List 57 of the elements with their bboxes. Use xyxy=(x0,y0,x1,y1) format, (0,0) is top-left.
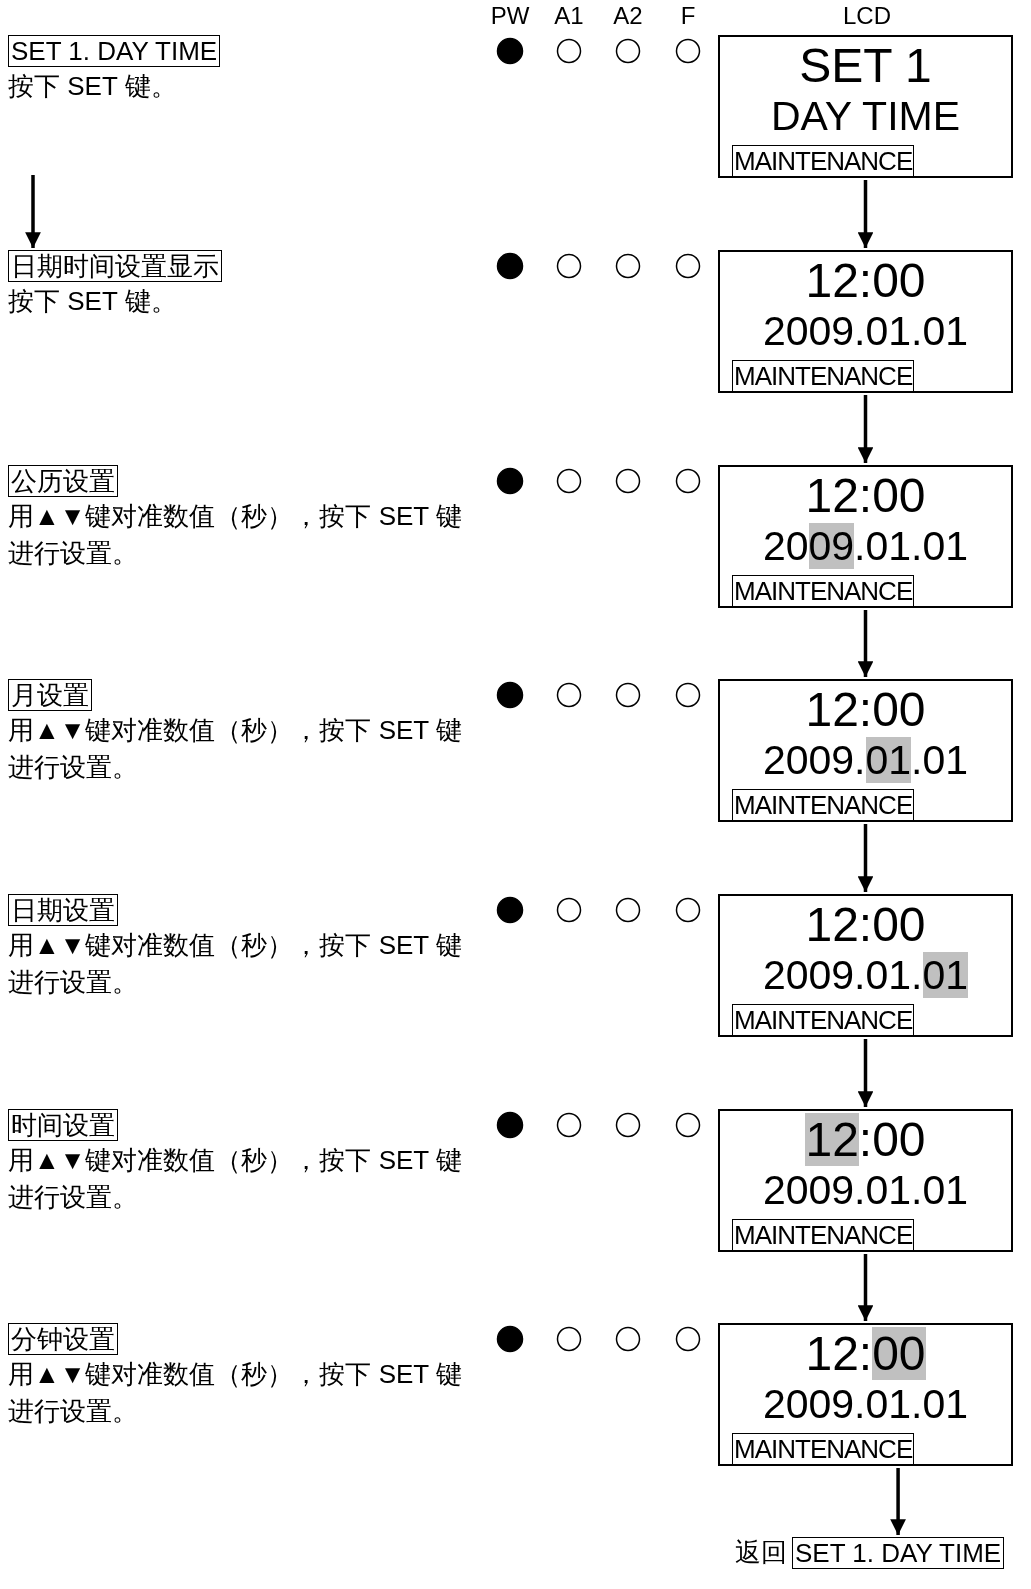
lcd-display xyxy=(718,679,1013,822)
mode-indicator: MAINTENANCE xyxy=(732,575,915,606)
display-text: 12:00 xyxy=(805,682,926,738)
step-description: 用▲▼键对准数值（秒），按下 SET 键进行设置。 xyxy=(8,1358,463,1428)
return-step-box: SET 1. DAY TIME xyxy=(792,1537,1005,1569)
mode-indicator: MAINTENANCE xyxy=(732,1219,915,1250)
arrow xyxy=(857,610,874,677)
step-title-box: 月设置 xyxy=(8,679,92,711)
column-header: LCD xyxy=(843,2,891,30)
step-description: 用▲▼键对准数值（秒），按下 SET 键进行设置。 xyxy=(8,500,463,570)
step-description: 用▲▼键对准数值（秒），按下 SET 键进行设置。 xyxy=(8,929,463,999)
display-text: 12:00 xyxy=(805,253,926,309)
display-text: 2009.01.01 xyxy=(762,736,969,785)
lcd-display xyxy=(718,465,1013,608)
lcd-display xyxy=(718,35,1013,178)
display-text: 2009.01.01 xyxy=(762,307,969,356)
step-description: 用▲▼键对准数值（秒），按下 SET 键进行设置。 xyxy=(8,1144,463,1214)
arrow xyxy=(857,1254,874,1321)
column-header: A2 xyxy=(613,2,643,30)
step-title-box: 时间设置 xyxy=(8,1109,118,1141)
lcd-display xyxy=(718,250,1013,393)
display-text: 12:00 xyxy=(805,468,926,524)
lcd-display xyxy=(718,894,1013,1037)
display-text: 2009.01.01 xyxy=(762,522,969,571)
lcd-display xyxy=(718,1323,1013,1466)
step-title-box: 日期时间设置显示 xyxy=(8,250,222,282)
step-description: 按下 SET 键。 xyxy=(8,285,178,318)
display-text: 2009.01.01 xyxy=(762,1380,969,1429)
mode-indicator: MAINTENANCE xyxy=(732,789,915,820)
column-header: A1 xyxy=(554,2,584,30)
return-label: 返回 xyxy=(735,1536,787,1569)
step-title-box: SET 1. DAY TIME xyxy=(8,35,221,67)
arrow xyxy=(25,175,41,248)
mode-indicator: MAINTENANCE xyxy=(732,1004,915,1035)
arrow xyxy=(857,180,874,248)
display-text: 12:00 xyxy=(805,1326,926,1382)
step-title-box: 公历设置 xyxy=(8,465,118,497)
display-text: 12:00 xyxy=(805,1112,926,1168)
step-title-box: 分钟设置 xyxy=(8,1323,118,1355)
column-header: PW xyxy=(490,2,530,30)
display-text: 12:00 xyxy=(805,897,926,953)
arrow xyxy=(857,824,874,892)
column-header: F xyxy=(680,2,696,30)
mode-indicator: MAINTENANCE xyxy=(732,1433,915,1464)
display-text: 2009.01.01 xyxy=(762,1166,969,1215)
display-text: 2009.01.01 xyxy=(762,951,969,1000)
lcd-display xyxy=(718,1109,1013,1252)
step-description: 按下 SET 键。 xyxy=(8,70,178,103)
mode-indicator: MAINTENANCE xyxy=(732,145,915,176)
display-text: DAY TIME xyxy=(770,92,961,141)
arrow xyxy=(857,1039,874,1107)
mode-indicator: MAINTENANCE xyxy=(732,360,915,391)
step-description: 用▲▼键对准数值（秒），按下 SET 键进行设置。 xyxy=(8,714,463,784)
arrow xyxy=(857,395,874,463)
display-text: SET 1 xyxy=(799,38,932,94)
step-title-box: 日期设置 xyxy=(8,894,118,926)
arrow xyxy=(890,1468,906,1535)
